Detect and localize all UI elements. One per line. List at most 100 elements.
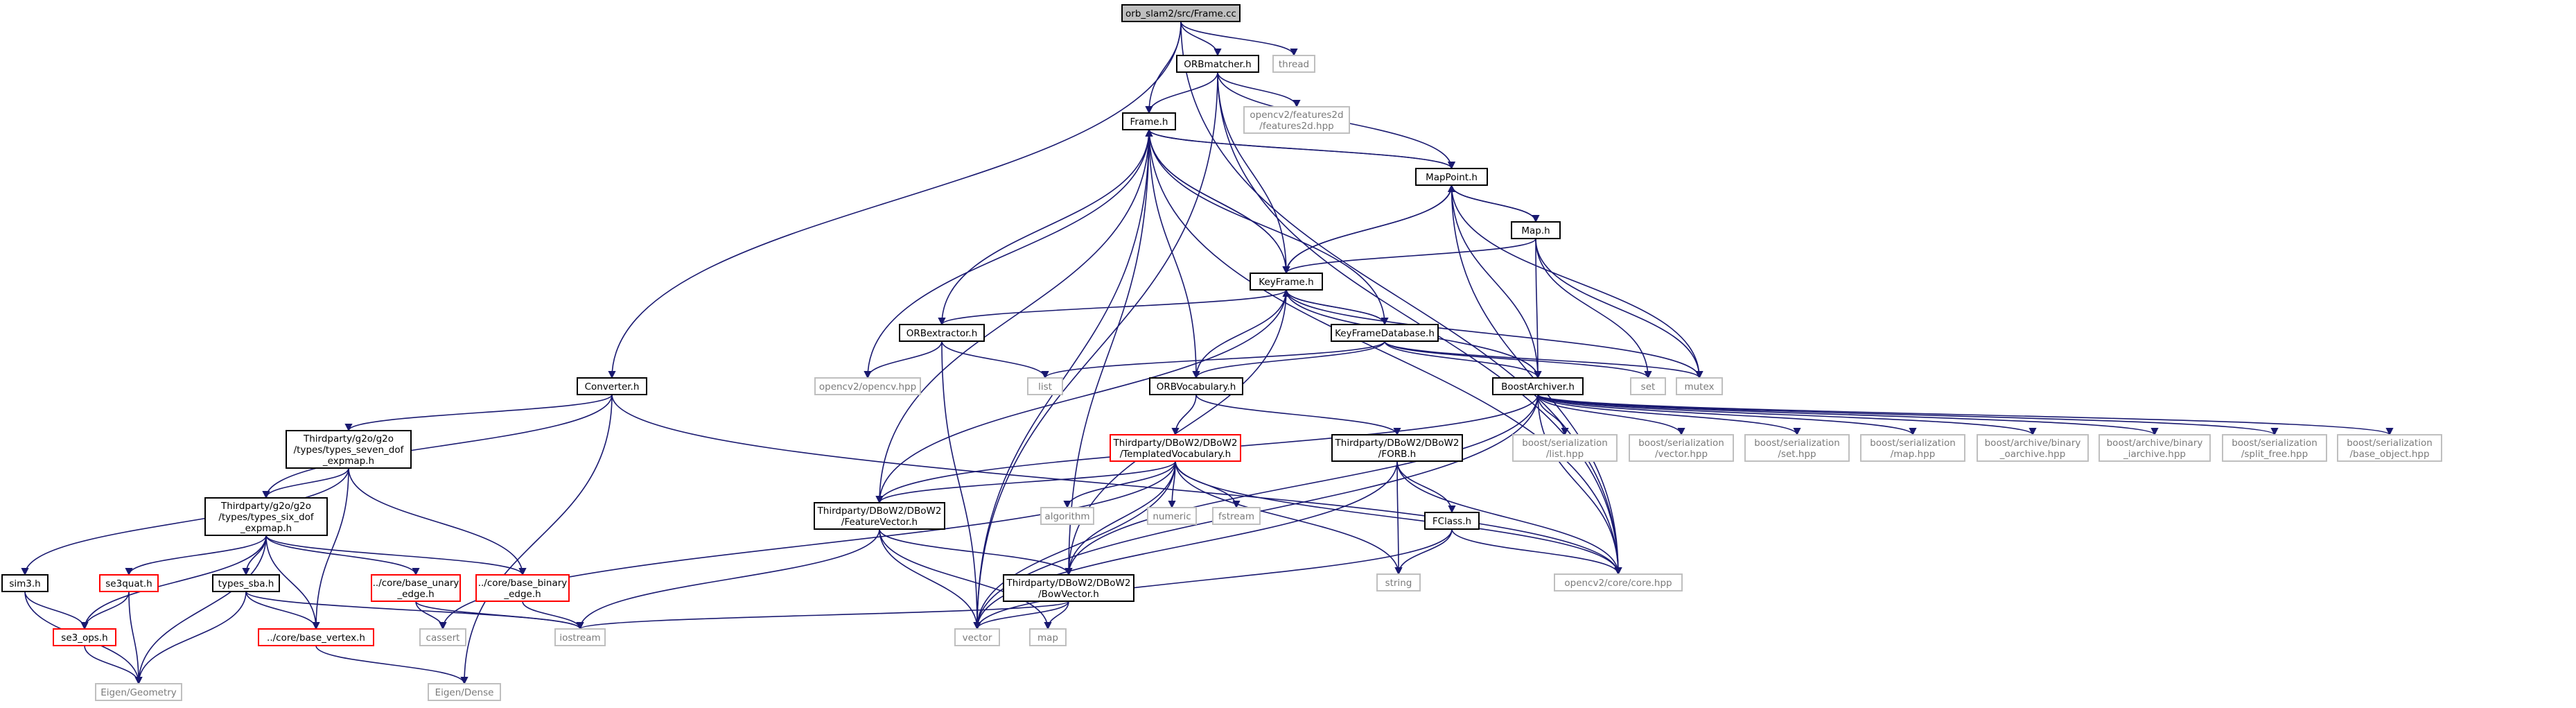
node-box [258,628,374,646]
edge-kfdb-to-orbvocab [1192,340,1385,379]
node-label: fstream [1218,511,1254,522]
node-label: /BowVector.h [1038,589,1099,600]
node-label: BoostArchiver.h [1501,381,1575,392]
edge-keyframe-to-featurevector [875,289,1287,504]
node-map[interactable]: Map.h [1511,221,1561,239]
edge-keyframe-to-orbextractor [938,289,1287,326]
node-se3ops[interactable]: se3_ops.h [53,628,116,646]
node-converter[interactable]: Converter.h [577,377,647,395]
node-iostream: iostream [554,628,606,646]
edge-featurevector-to-vector [879,528,981,630]
node-label: vector [963,632,992,644]
edge-templatedvoc-to-opencvcore [1175,460,1622,576]
node-root[interactable]: orb_slam2/src/Frame.cc [1121,4,1241,22]
edge-fclass-to-string [1394,528,1453,576]
node-label: Eigen/Geometry [100,687,177,698]
node-boostarchiver[interactable]: BoostArchiver.h [1492,377,1584,395]
node-bs_split: boost/serialization/split_free.hpp [2222,434,2327,462]
edge-map-to-keyframe [1282,238,1536,275]
node-sim3[interactable]: sim3.h [1,574,49,592]
edge-frame-to-orbvocab [1148,129,1200,379]
node-orbvocab[interactable]: ORBVocabulary.h [1149,377,1243,395]
edge-boostarchiver-to-bs_set [1537,394,1801,436]
node-box [1250,273,1323,291]
node-box [475,574,570,602]
node-string: string [1376,573,1421,592]
node-label: cassert [426,632,460,644]
node-bowvector[interactable]: Thirdparty/DBoW2/DBoW2/BowVector.h [1003,574,1134,602]
edge-map-to-mappoint [1447,184,1536,223]
node-sixdof[interactable]: Thirdparty/g2o/g2o/types/types_six_dof_e… [204,497,328,536]
node-box [2099,434,2211,462]
edge-kfdb-to-list [1041,340,1385,379]
node-box [1122,112,1176,130]
edge-root-to-opencvcore [1180,21,1622,576]
edge-sevendof-to-base_vertex [312,467,349,630]
node-box [1492,377,1584,395]
node-box [1040,507,1094,525]
node-templatedvoc[interactable]: Thirdparty/DBoW2/DBoW2/TemplatedVocabula… [1110,434,1241,462]
node-label: MapPoint.h [1426,172,1478,183]
node-box [1003,574,1134,602]
node-orbextractor[interactable]: ORBextractor.h [899,324,985,342]
node-box [1331,324,1439,342]
edge-orbextractor-to-vector [941,340,981,630]
node-base_vertex[interactable]: ../core/base_vertex.h [258,628,374,646]
edge-featurevector-to-map_std [879,528,1052,630]
node-kfdb[interactable]: KeyFrameDatabase.h [1331,324,1439,342]
edge-sixdof-to-se3quat [125,535,267,576]
edge-keyframe-to-mappoint [1286,184,1456,274]
node-label: mutex [1684,381,1714,392]
node-base_unary[interactable]: ../core/base_unary_edge.h [371,574,461,602]
node-label: boost/archive/binary [1985,438,2081,449]
edge-base_vertex-to-eigen_dense [315,645,468,685]
node-fclass[interactable]: FClass.h [1424,512,1480,530]
node-box [53,628,116,646]
node-box [1029,628,1067,646]
node-opencvcore: opencv2/core/core.hpp [1554,573,1683,592]
node-box [428,683,501,701]
node-label: string [1385,578,1412,589]
node-ormatcher[interactable]: ORBmatcher.h [1176,55,1259,73]
edge-kfdb-to-keyframe [1282,288,1385,325]
edge-forb-to-opencvcore [1396,460,1622,576]
edge-templatedvoc-to-vector [973,460,1176,630]
edge-keyframe-to-mutex [1286,289,1703,379]
node-frame[interactable]: Frame.h [1122,112,1176,130]
node-box [1272,55,1315,73]
node-featurevector[interactable]: Thirdparty/DBoW2/DBoW2/FeatureVector.h [814,502,945,530]
node-label: /features2d.hpp [1259,121,1333,132]
node-label: iostream [559,632,600,644]
node-label: /TemplatedVocabulary.h [1120,449,1231,460]
node-features2d: opencv2/features2d/features2d.hpp [1243,106,1350,134]
node-se3quat[interactable]: se3quat.h [99,574,159,592]
node-label: KeyFrame.h [1259,277,1313,288]
node-label: /types/types_seven_dof [294,444,405,456]
edge-forb-to-string [1394,460,1403,576]
node-keyframe[interactable]: KeyFrame.h [1250,273,1323,291]
node-sevendof[interactable]: Thirdparty/g2o/g2o/types/types_seven_dof… [286,430,412,469]
node-label: _expmap.h [322,456,374,467]
edge-featurevector-to-bowvector [879,528,1073,576]
edge-frame-to-opencvhpp [864,129,1150,379]
edge-boostarchiver-to-opencvcore [1537,394,1622,576]
node-numeric: numeric [1147,507,1197,525]
node-types_sba[interactable]: types_sba.h [212,574,280,592]
edge-boostarchiver-to-bowvector [1064,394,1539,576]
node-label: _edge.h [396,589,434,600]
node-label: ../core/base_binary [478,578,568,589]
edge-frame-to-bowvector [1064,129,1150,576]
node-mappoint[interactable]: MapPoint.h [1415,168,1488,186]
edge-orbextractor-to-list [941,340,1049,379]
node-ba_ibin: boost/archive/binary_iarchive.hpp [2099,434,2211,462]
node-label: Frame.h [1130,116,1168,128]
node-forb[interactable]: Thirdparty/DBoW2/DBoW2/FORB.h [1331,434,1463,462]
node-label: KeyFrameDatabase.h [1335,328,1435,339]
node-opencvhpp: opencv2/opencv.hpp [814,377,921,395]
edge-converter-to-eigen_dense [460,394,613,685]
node-base_binary[interactable]: ../core/base_binary_edge.h [475,574,570,602]
node-box [1149,377,1243,395]
node-box [1243,106,1350,134]
edge-bowvector-to-iostream [576,601,1069,630]
node-label: /set.hpp [1778,449,1816,460]
